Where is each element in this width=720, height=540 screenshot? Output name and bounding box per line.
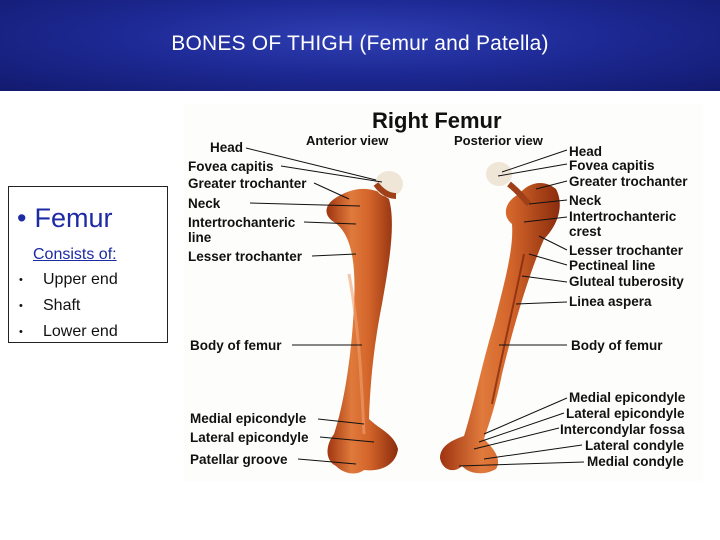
posterior-femur	[440, 162, 560, 474]
label-fovea-capitis-anterior: Fovea capitis	[188, 159, 274, 174]
list-item: • Lower end	[19, 321, 118, 347]
anterior-view-label: Anterior view	[306, 133, 389, 148]
femur-text-box: •Femur Consists of: •Upper end •Shaft •L…	[8, 186, 168, 343]
label-intercondylar-fossa: Intercondylar fossa	[560, 422, 685, 437]
label-gluteal-tuberosity: Gluteal tuberosity	[569, 274, 684, 289]
femur-parts-list: • Upper end • Shaft • Lower end	[19, 269, 118, 347]
list-item-text: Lower end	[43, 323, 118, 341]
bullet-icon: •	[19, 300, 23, 312]
label-lesser-trochanter-anterior: Lesser trochanter	[188, 249, 303, 264]
list-item-text: Shaft	[43, 297, 81, 315]
label-lateral-epicondyle-posterior: Lateral epicondyle	[566, 406, 685, 421]
left-leader-lines	[245, 147, 383, 465]
bullet-icon: •	[19, 326, 23, 338]
femur-heading-text: Femur	[34, 203, 113, 233]
femur-illustration	[245, 147, 585, 474]
label-head-anterior: Head	[210, 140, 244, 155]
femur-heading: •Femur	[17, 203, 112, 234]
slide-title: BONES OF THIGH (Femur and Patella)	[171, 32, 549, 55]
bullet-icon: •	[17, 203, 27, 233]
list-item-text: Upper end	[43, 271, 118, 289]
label-head-posterior: Head	[569, 144, 603, 159]
label-fovea-capitis-posterior: Fovea capitis	[569, 158, 655, 173]
label-medial-condyle: Medial condyle	[587, 454, 684, 469]
label-intertrochanteric-posterior: Intertrochanteric	[569, 209, 677, 224]
label-greater-trochanter-anterior: Greater trochanter	[188, 176, 307, 191]
anterior-femur	[326, 171, 403, 474]
label-greater-trochanter-posterior: Greater trochanter	[569, 174, 688, 189]
label-patellar-groove: Patellar groove	[190, 452, 288, 467]
label-intertrochanteric-anterior: Intertrochanteric	[188, 215, 296, 230]
list-item: • Upper end	[19, 269, 118, 295]
label-linea-aspera: Linea aspera	[569, 294, 652, 309]
posterior-view-label: Posterior view	[454, 133, 543, 148]
list-item: • Shaft	[19, 295, 118, 321]
label-body-of-femur-anterior: Body of femur	[190, 338, 282, 353]
right-leader-lines	[458, 149, 585, 467]
figure-title: Right Femur	[372, 108, 502, 133]
femur-diagram: Right Femur Anterior view Posterior view…	[184, 104, 703, 481]
label-line-anterior: line	[188, 230, 212, 245]
label-medial-epicondyle-anterior: Medial epicondyle	[190, 411, 307, 426]
label-lateral-condyle: Lateral condyle	[585, 438, 685, 453]
label-neck-anterior: Neck	[188, 196, 221, 211]
label-neck-posterior: Neck	[569, 193, 602, 208]
label-body-of-femur-posterior: Body of femur	[571, 338, 663, 353]
label-lateral-epicondyle-anterior: Lateral epicondyle	[190, 430, 309, 445]
label-pectineal-line: Pectineal line	[569, 258, 656, 273]
label-medial-epicondyle-posterior: Medial epicondyle	[569, 390, 686, 405]
bullet-icon: •	[19, 274, 23, 286]
label-crest-posterior: crest	[569, 224, 602, 239]
label-lesser-trochanter-posterior: Lesser trochanter	[569, 243, 684, 258]
consists-of-label: Consists of:	[33, 246, 117, 263]
slide-header: BONES OF THIGH (Femur and Patella)	[0, 0, 720, 91]
